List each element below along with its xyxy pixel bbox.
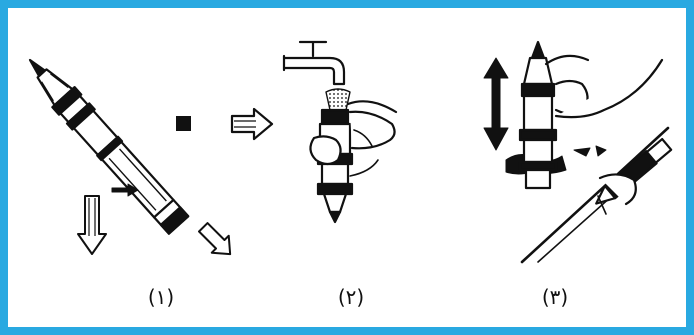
pen-dry-on-paper-icon	[483, 40, 673, 264]
caption-step-3: (۳)	[541, 285, 569, 309]
pen-rinse-under-tap-icon	[282, 40, 398, 224]
pen-pump-purge-icon	[28, 58, 274, 256]
caption-step-2: (۲)	[337, 285, 365, 309]
caption-step-1: (۱)	[147, 285, 175, 309]
